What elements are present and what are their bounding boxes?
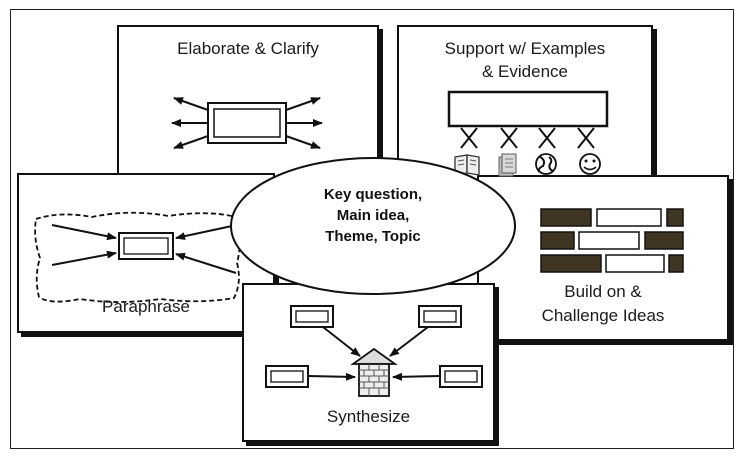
central-line-2: Main idea, [336,207,410,224]
central-topic-text: Key question, Main idea, Theme, Topic [258,184,488,247]
card-synthesize-label: Synthesize [326,407,411,426]
globe-icon [535,153,557,175]
synthesize-glyph [265,305,483,397]
card-support-label-line1: Support w/ Examples [444,39,606,58]
card-support-label-line2: & Evidence [482,62,568,81]
support-glyph [447,90,609,149]
central-line-1: Key question, [323,186,423,203]
document-icon [498,153,517,177]
paraphrase-glyph [34,211,241,303]
card-elaborate-clarify-label: Elaborate & Clarify [177,39,319,58]
book-icon [454,154,480,176]
smiley-icon [579,153,601,175]
card-build-label-line2: Challenge Ideas [541,306,665,325]
brick-wall-glyph [540,208,684,273]
elaborate-glyph [171,97,323,149]
card-build-label-line1: Build on & [564,282,642,301]
card-build-challenge: Build on & Challenge Ideas [477,175,729,341]
central-ellipse [230,157,516,295]
central-line-3: Theme, Topic [325,228,421,245]
